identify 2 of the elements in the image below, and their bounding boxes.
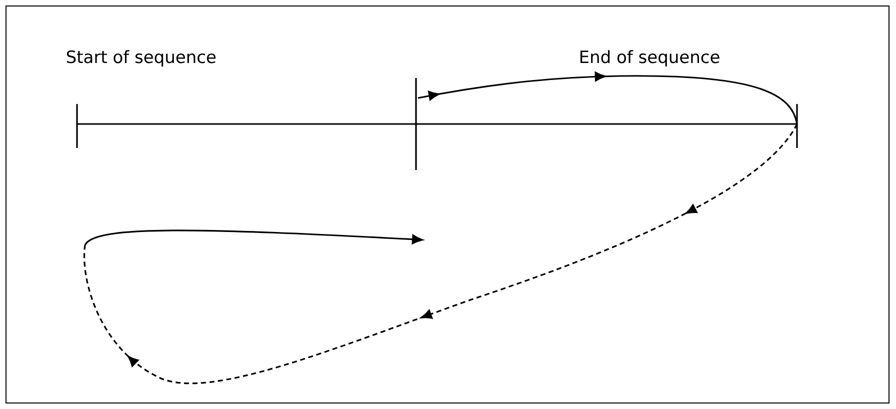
- sequence-label: Start of sequence: [66, 50, 216, 67]
- sequence-label: End of sequence: [580, 50, 720, 67]
